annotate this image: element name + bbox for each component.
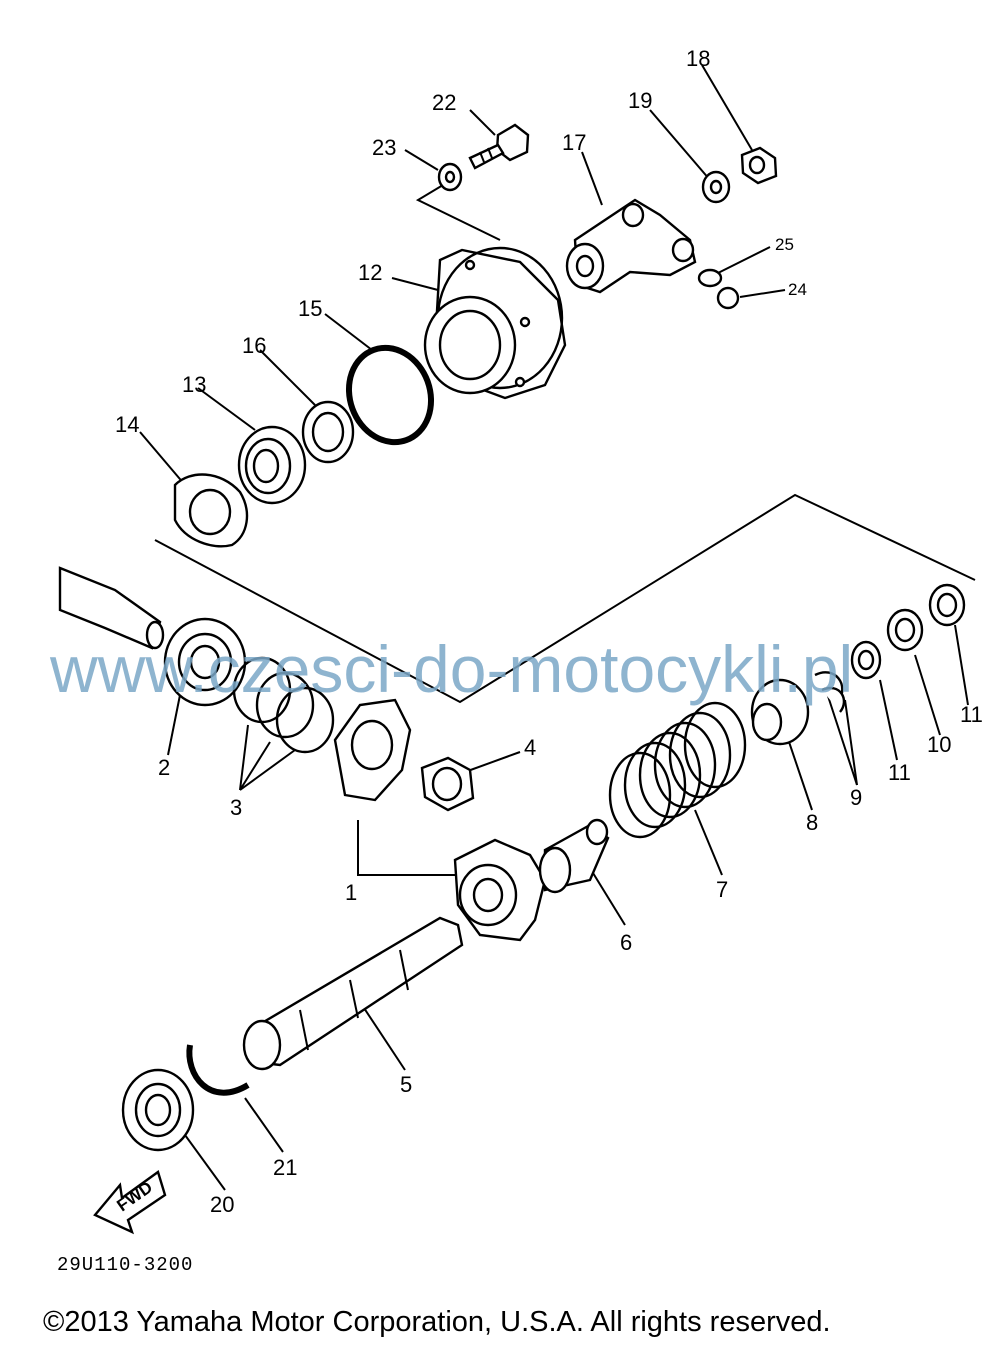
fwd-arrow-icon: FWD [93,1170,167,1235]
callout-11-lower: 11 [888,760,911,785]
part-23-washer [437,162,463,192]
part-9-half-rings [814,671,846,713]
callout-21: 21 [273,1155,297,1180]
part-24-bearing-cup [716,286,740,310]
callout-2: 2 [158,755,170,780]
callout-24: 24 [788,280,807,299]
part-drive-shaft-end [58,566,165,650]
callout-labels: 18 19 17 22 23 25 24 12 15 16 16 13 13 1… [115,46,983,1217]
callout-9: 9 [850,785,862,810]
callout-3: 3 [230,795,242,820]
part-1-drive-pinion [333,698,412,802]
callout-7: 7 [716,877,728,902]
part-19-washer [701,170,731,204]
callout-8: 8 [806,810,818,835]
callout-13b: 13 [182,372,206,397]
part-drawings: FWD [58,123,966,1235]
diagram-code: 29U110-3200 [57,1254,193,1276]
part-17-universal-joint-yoke [565,198,697,294]
callout-14b: 14 [115,412,139,437]
callout-12: 12 [358,260,382,285]
part-7-spring [608,701,747,839]
part-2-bearing [163,617,247,707]
part-11-washer-upper [928,583,966,627]
part-18-nut [740,146,778,185]
part-6-coupling [538,818,610,894]
callout-17: 17 [562,130,586,155]
callout-15: 15 [298,296,322,321]
part-25-circlip [697,268,723,288]
callout-6: 6 [620,930,632,955]
part-4-nut [420,756,475,812]
callout-5: 5 [400,1072,412,1097]
part-22-bolt [468,123,530,170]
part-3-shims [232,656,335,754]
part-15-o-ring [345,344,435,446]
part-13-bearing [237,425,307,505]
callout-1: 1 [345,880,357,905]
part-12-bearing-housing [423,246,567,400]
callout-16b: 16 [242,333,266,358]
part-8-collar [750,678,810,746]
part-20-bearing [121,1068,195,1152]
part-10-collar [886,608,924,652]
callout-22: 22 [432,90,456,115]
watermark-text: www.czesci-do-motocykli.pl [49,632,853,706]
callout-4: 4 [524,735,536,760]
part-1-ring-gear [453,838,547,942]
part-11-washer-lower [850,640,882,680]
callout-19: 19 [628,88,652,113]
callout-18: 18 [686,46,710,71]
part-14-ring-nut [173,473,249,548]
callout-20: 20 [210,1192,234,1217]
callout-11-upper: 11 [960,702,983,727]
callout-23: 23 [372,135,396,160]
part-21-circlip [186,1044,250,1096]
callout-10: 10 [927,732,951,757]
copyright-notice: ©2013 Yamaha Motor Corporation, U.S.A. A… [43,1306,831,1338]
part-5-middle-driven-shaft [242,916,464,1071]
callout-25: 25 [775,235,794,254]
part-16-oil-seal [301,400,355,464]
